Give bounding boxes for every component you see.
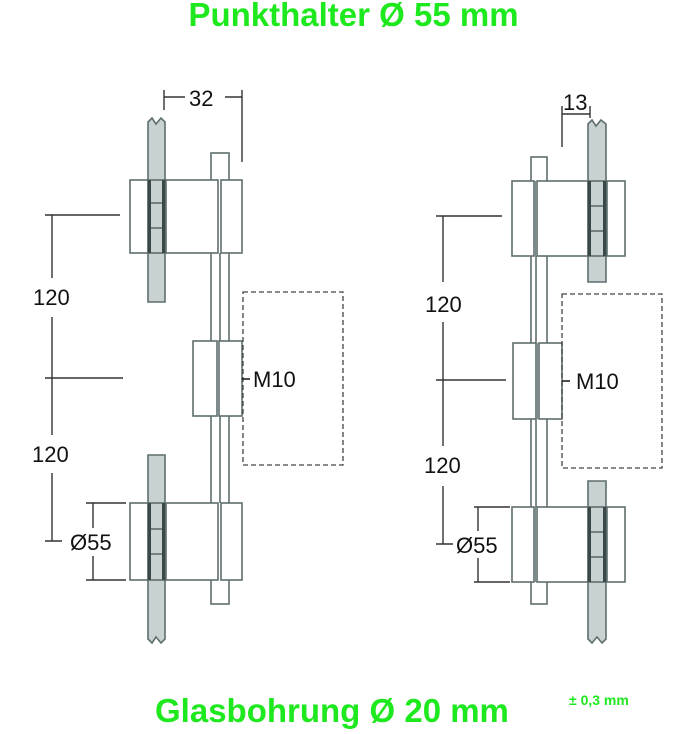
page-title: Punkthalter Ø 55 mm <box>188 0 519 33</box>
right-width-dimension: 13 <box>563 90 587 115</box>
right-lower-outer-disk <box>511 506 535 583</box>
right-spacing-lower: 120 <box>424 453 461 478</box>
left-width-dimension: 32 <box>189 86 213 111</box>
left-lower-clamp-body <box>165 502 219 581</box>
left-lower-outer-disk <box>129 502 149 581</box>
left-diameter-label: Ø55 <box>70 530 112 555</box>
right-upper-clamp-body <box>536 180 589 257</box>
left-dimensions <box>45 90 243 581</box>
right-lower-clamp-body <box>536 506 589 583</box>
right-dimensions <box>436 106 591 583</box>
left-upper-outer-disk <box>129 179 149 254</box>
left-upper-clamp-body <box>165 179 219 254</box>
right-middle-nut-a <box>512 342 537 420</box>
right-thread-label: M10 <box>576 369 619 394</box>
left-spacing-lower: 120 <box>32 442 69 467</box>
right-lower-back-disk <box>606 506 626 583</box>
left-assembly <box>129 116 344 645</box>
footer-title: Glasbohrung Ø 20 mm <box>155 692 509 729</box>
right-assembly <box>511 118 663 645</box>
left-upper-back-disk <box>220 179 243 254</box>
left-lower-back-disk <box>220 502 243 581</box>
left-middle-nut-b <box>218 340 243 417</box>
left-spacing-upper: 120 <box>33 285 70 310</box>
tolerance-label: ± 0,3 mm <box>569 692 629 708</box>
right-diameter-label: Ø55 <box>456 533 498 558</box>
left-thread-label: M10 <box>253 367 296 392</box>
left-middle-nut-a <box>192 340 218 417</box>
right-middle-nut-b <box>538 342 563 420</box>
right-upper-outer-disk <box>511 180 535 257</box>
right-spacing-upper: 120 <box>425 292 462 317</box>
right-upper-back-disk <box>606 180 626 257</box>
